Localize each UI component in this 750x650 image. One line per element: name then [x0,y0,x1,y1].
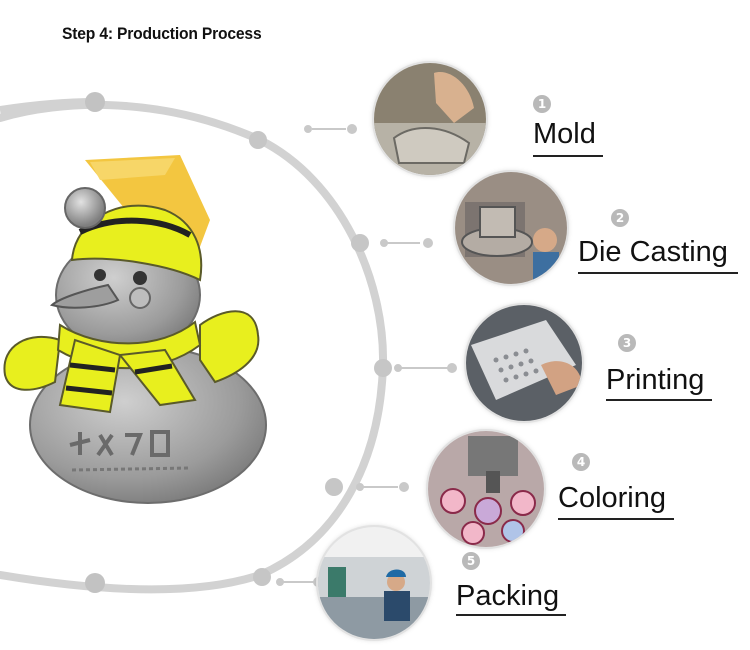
step-underline [578,272,738,274]
step-label-mold: Mold [533,118,596,150]
step-number-badge: 5 [462,552,480,570]
step-underline [533,155,603,157]
step-underline [606,399,712,401]
step-underline [558,518,674,520]
step-number-badge: 4 [572,453,590,471]
step-number-badge: 2 [611,209,629,227]
coloring-photo [428,431,544,547]
mold-photo [374,63,486,175]
arc-node [85,92,105,112]
step-label-die-casting: Die Casting [578,236,728,268]
step-label-coloring: Coloring [558,482,666,514]
printing-photo [466,305,582,421]
arc-node [374,359,392,377]
step-underline [456,614,566,616]
step-label-printing: Printing [606,364,705,396]
packing-photo [318,527,430,639]
step-number-badge: 3 [618,334,636,352]
arc-node [325,478,343,496]
arc-node [249,131,267,149]
arc-node [253,568,271,586]
page-title: Step 4: Production Process [62,24,262,43]
die-casting-photo [455,172,567,284]
arc-node [85,573,105,593]
step-number-badge: 1 [533,95,551,113]
snowman-medal-image [3,155,267,504]
arc-node [351,234,369,252]
step-label-packing: Packing [456,580,560,612]
